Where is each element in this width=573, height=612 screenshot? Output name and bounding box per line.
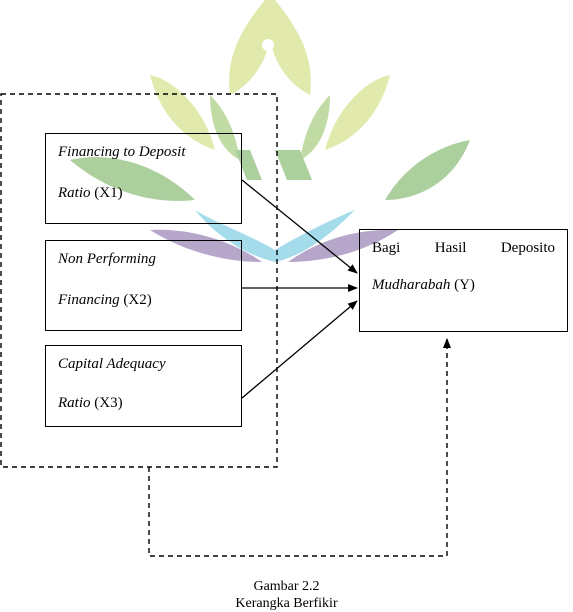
x3-label-line1: Capital Adequacy — [58, 356, 166, 372]
x1-label-line1: Financing to Deposit — [58, 144, 186, 160]
x2-label-line2: Financing (X2) — [58, 292, 152, 308]
x1-label-line2: Ratio (X1) — [58, 185, 123, 201]
dashed-group-box — [0, 93, 278, 468]
arrow-x3-to-y — [241, 300, 358, 399]
variable-box-x1: Financing to Deposit Ratio (X1) — [45, 133, 242, 224]
arrow-x1-to-y — [241, 179, 358, 274]
figure-title: Kerangka Berfikir — [235, 596, 338, 611]
dashed-simultaneous-arrow — [148, 338, 451, 557]
variable-box-x2: Non Performing Financing (X2) — [45, 240, 242, 331]
y-label-line2: Mudharabah (Y) — [372, 277, 475, 293]
figure-number: Gambar 2.2 — [253, 579, 320, 594]
x3-label-line2: Ratio (X3) — [58, 395, 123, 411]
x2-label-line1: Non Performing — [58, 251, 156, 267]
variable-box-x3: Capital Adequacy Ratio (X3) — [45, 345, 242, 427]
